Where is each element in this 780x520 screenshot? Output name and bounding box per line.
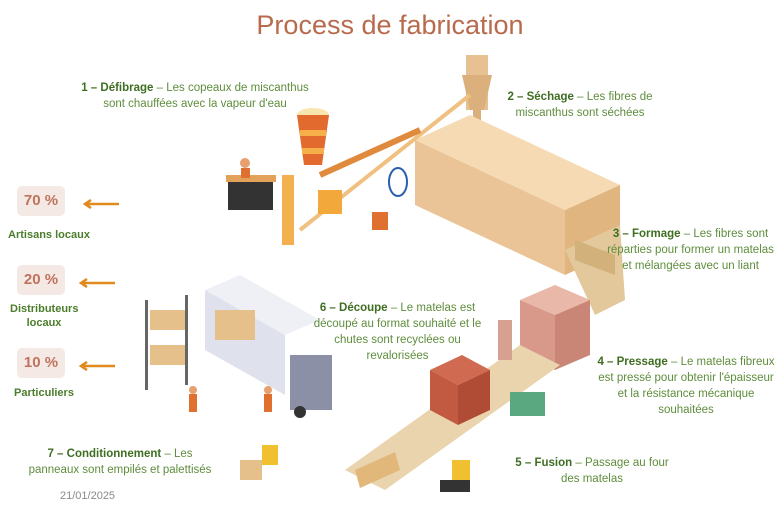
label-artisans: Artisans locaux: [8, 229, 90, 241]
step-7-conditionnement: 7 – Conditionnement – Les panneaux sont …: [28, 448, 212, 476]
storage-shelves: [145, 295, 188, 390]
forklift: [240, 445, 278, 480]
steam-hopper: [282, 108, 342, 245]
worker-desk: [226, 158, 276, 210]
control-box: [372, 212, 388, 230]
oven-machine: [430, 320, 512, 425]
step-5-fusion: 5 – Fusion – Passage au four des matelas: [515, 457, 669, 485]
step-2-sechage: 2 – Séchage – Les fibres de miscanthus s…: [507, 91, 653, 119]
label-distributeurs: Distributeurs locaux: [10, 303, 79, 329]
step-1-defibrage: 1 – Défibrage – Les copeaux de miscanthu…: [81, 82, 309, 110]
label-particuliers: Particuliers: [14, 387, 74, 399]
arrow-left-icon: [78, 361, 115, 371]
green-unit: [510, 392, 545, 416]
arrow-left-icon: [78, 278, 115, 288]
percent-distributeurs: 20 %: [17, 265, 65, 295]
step-4-pressage: 4 – Pressage – Le matelas fibreux est pr…: [597, 356, 775, 416]
valve-ring: [388, 167, 408, 197]
forklift: [440, 460, 470, 492]
delivery-truck: [205, 275, 332, 418]
worker: [264, 386, 272, 394]
date: 21/01/2025: [60, 490, 116, 502]
pipe: [318, 127, 422, 178]
worker: [264, 394, 272, 412]
page-title: Process de fabrication: [256, 10, 524, 40]
worker: [189, 394, 197, 412]
percent-artisans: 70 %: [17, 186, 65, 216]
percent-particuliers: 10 %: [17, 348, 65, 378]
arrow-left-icon: [82, 199, 119, 209]
step-6-decoupe: 6 – Découpe – Le matelas est découpé au …: [313, 302, 482, 362]
step-3-formage: 3 – Formage – Les fibres sont réparties …: [607, 228, 774, 272]
packed-panels: [355, 452, 400, 488]
forming-conveyor: [565, 225, 625, 315]
worker: [189, 386, 197, 394]
